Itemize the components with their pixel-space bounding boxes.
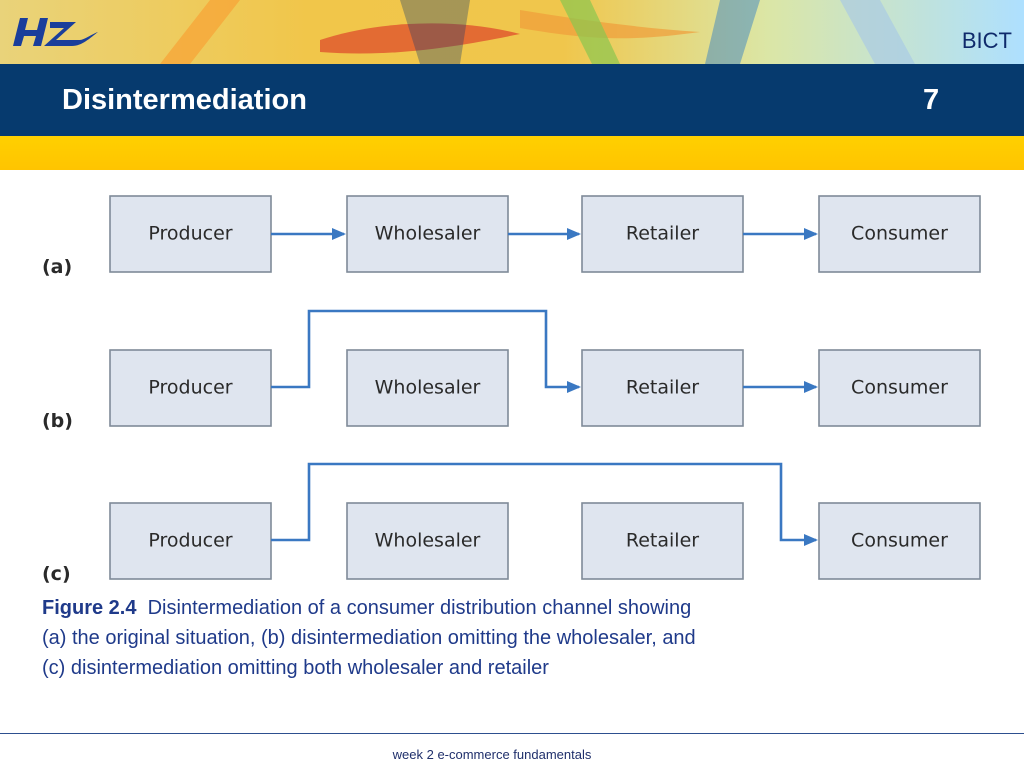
hz-logo bbox=[13, 18, 98, 46]
accent-bar bbox=[0, 136, 1024, 170]
panel-c-wholesaler-box: Wholesaler bbox=[346, 502, 509, 580]
panel-b-arrow-producer-retailer bbox=[271, 309, 581, 393]
footer-text: week 2 e-commerce fundamentals bbox=[392, 747, 592, 762]
caption-line-3: (c) disintermediation omitting both whol… bbox=[42, 657, 549, 679]
panel-c-wholesaler-label: Wholesaler bbox=[375, 530, 481, 552]
panel-b: Producer Wholesaler Retailer Consumer (b… bbox=[42, 309, 981, 432]
panel-b-consumer-box: Consumer bbox=[818, 349, 981, 427]
panel-b-producer-label: Producer bbox=[148, 377, 232, 399]
caption-line-2: (a) the original situation, (b) disinter… bbox=[42, 627, 696, 649]
distribution-channel-diagram: Producer Wholesaler Retailer Consumer (a… bbox=[42, 195, 981, 585]
panel-b-retailer-box: Retailer bbox=[581, 349, 744, 427]
panel-a-retailer-label: Retailer bbox=[626, 223, 699, 245]
panel-a-label: (a) bbox=[42, 256, 72, 278]
panel-a-wholesaler-label: Wholesaler bbox=[375, 223, 481, 245]
panel-c-label: (c) bbox=[42, 563, 71, 585]
panel-a: Producer Wholesaler Retailer Consumer (a… bbox=[42, 195, 981, 278]
panel-a-retailer-box: Retailer bbox=[581, 195, 744, 273]
slide-number: 7 bbox=[923, 84, 940, 116]
footer: week 2 e-commerce fundamentals bbox=[0, 747, 1024, 762]
panel-b-wholesaler-label: Wholesaler bbox=[375, 377, 481, 399]
panel-a-consumer-box: Consumer bbox=[818, 195, 981, 273]
panel-b-retailer-label: Retailer bbox=[626, 377, 699, 399]
panel-a-wholesaler-box: Wholesaler bbox=[346, 195, 509, 273]
panel-c-producer-box: Producer bbox=[109, 502, 272, 580]
figure-number: Figure 2.4 bbox=[42, 597, 137, 619]
panel-c: Producer Wholesaler Retailer Consumer (c… bbox=[42, 462, 981, 585]
panel-b-label: (b) bbox=[42, 410, 73, 432]
panel-b-wholesaler-box: Wholesaler bbox=[346, 349, 509, 427]
panel-c-arrow-producer-consumer bbox=[271, 462, 818, 546]
brand-text: BICT bbox=[961, 28, 1012, 53]
panel-b-consumer-label: Consumer bbox=[851, 377, 948, 399]
panel-b-producer-box: Producer bbox=[109, 349, 272, 427]
panel-a-producer-label: Producer bbox=[148, 223, 232, 245]
panel-a-consumer-label: Consumer bbox=[851, 223, 948, 245]
banner-background bbox=[0, 0, 1024, 64]
title-bar bbox=[0, 64, 1024, 136]
caption-line-1: Figure 2.4 Disintermediation of a consum… bbox=[42, 593, 942, 623]
panel-c-consumer-box: Consumer bbox=[818, 502, 981, 580]
panel-c-producer-label: Producer bbox=[148, 530, 232, 552]
footer-divider bbox=[0, 733, 1024, 734]
panel-c-consumer-label: Consumer bbox=[851, 530, 948, 552]
caption-text-1: Disintermediation of a consumer distribu… bbox=[147, 597, 692, 619]
panel-c-retailer-box: Retailer bbox=[581, 502, 744, 580]
panel-a-producer-box: Producer bbox=[109, 195, 272, 273]
header-banner: BICT bbox=[0, 0, 1024, 64]
figure-caption: Figure 2.4 Disintermediation of a consum… bbox=[42, 593, 942, 683]
page-title: Disintermediation bbox=[62, 84, 307, 116]
panel-c-retailer-label: Retailer bbox=[626, 530, 699, 552]
